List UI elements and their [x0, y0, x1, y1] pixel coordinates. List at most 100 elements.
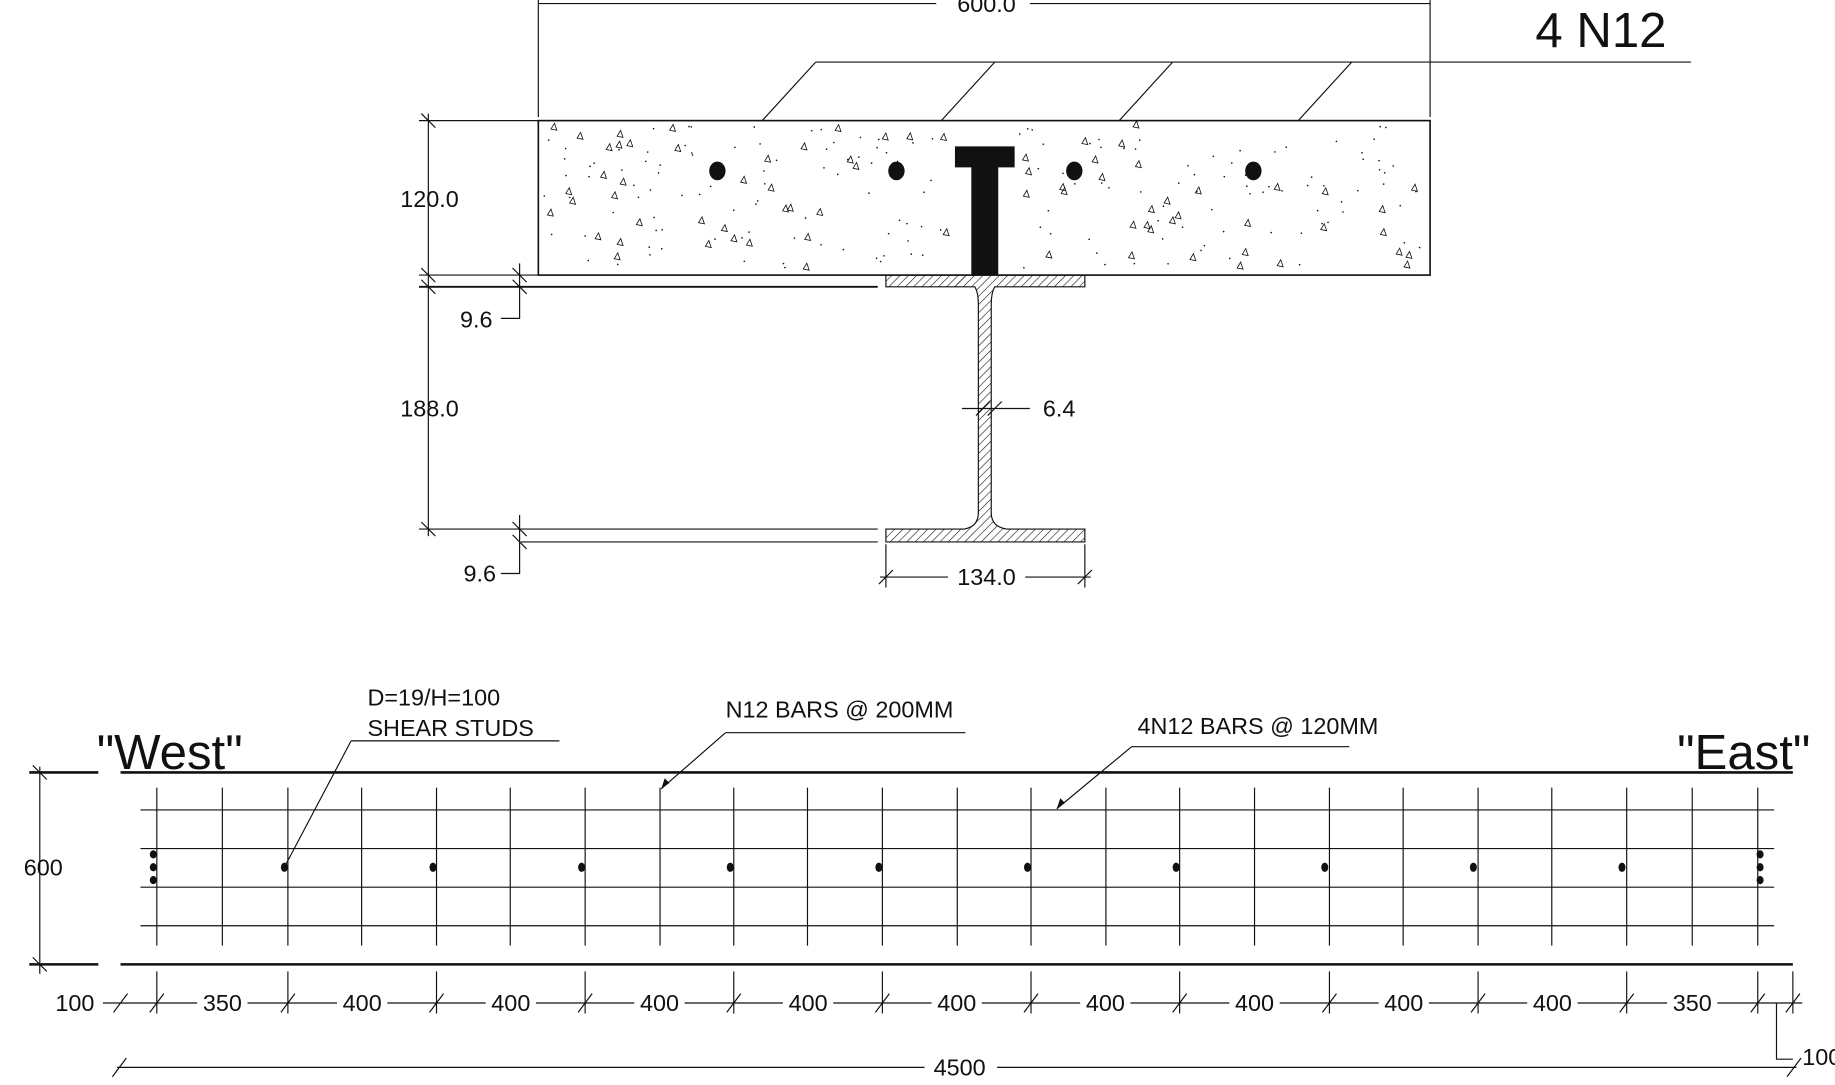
transverse-bars-label: N12 BARS @ 200MM	[726, 696, 954, 722]
aggregate-mark	[1410, 183, 1419, 192]
aggregate-mark	[1163, 196, 1171, 205]
spacing-dimension: 400	[343, 990, 382, 1016]
aggregate-mark	[881, 132, 889, 141]
bottom-flange-thickness: 9.6	[464, 561, 497, 587]
aggregate-dot	[877, 138, 880, 141]
aggregate-dot	[782, 262, 785, 265]
aggregate-dot	[655, 229, 657, 232]
aggregate-mark	[1236, 261, 1244, 270]
aggregate-dot	[875, 257, 878, 259]
total-length-dimension: 4500	[934, 1055, 986, 1081]
aggregate-mark	[939, 132, 947, 142]
aggregate-dot	[652, 127, 655, 130]
dimension-label-bg	[337, 990, 388, 1016]
aggregate-dot	[885, 151, 888, 154]
aggregate-dot	[921, 254, 924, 256]
dimension-label-bg	[1229, 990, 1280, 1016]
aggregate-dot	[1262, 191, 1264, 193]
slab-depth-dimension: 120.0	[400, 186, 459, 212]
shear-stud	[954, 146, 1015, 276]
aggregate-mark	[1098, 172, 1106, 182]
dimension-label-bg	[49, 990, 101, 1016]
aggregate-mark	[1378, 204, 1386, 214]
aggregate-dot	[1100, 146, 1102, 149]
aggregate-mark	[1127, 250, 1135, 260]
aggregate-dot	[1285, 146, 1288, 149]
aggregate-dot	[920, 225, 923, 228]
aggregate-dot	[1222, 230, 1225, 233]
aggregate-mark	[668, 123, 677, 132]
aggregate-mark	[576, 131, 584, 140]
aggregate-dot	[1210, 208, 1213, 211]
aggregate-mark	[745, 238, 753, 247]
aggregate-dot	[1306, 184, 1309, 187]
rebar-callout: 4 N12	[1535, 4, 1666, 58]
aggregate-dot	[681, 194, 683, 197]
aggregate-dot	[1281, 189, 1283, 192]
aggregate-dot	[870, 162, 873, 164]
flange-width-dimension: 134.0	[957, 564, 1016, 590]
aggregate-dot	[1392, 165, 1395, 167]
aggregate-mark	[1241, 247, 1249, 257]
slab-width-dimension: 600.0	[957, 0, 1016, 17]
aggregate-dot	[1298, 263, 1301, 266]
aggregate-dot	[563, 158, 566, 160]
aggregate-mark	[1143, 220, 1151, 230]
aggregate-dot	[906, 222, 908, 225]
spacing-dimension: 400	[1384, 990, 1423, 1016]
dimension-label-bg	[782, 990, 834, 1016]
aggregate-dot	[879, 260, 882, 263]
aggregate-mark	[626, 138, 634, 148]
dimension-label-bg	[931, 990, 982, 1016]
shear-studs	[149, 850, 1764, 885]
aggregate-dot	[621, 169, 623, 171]
aggregate-dot	[1074, 183, 1076, 185]
aggregate-dot	[1200, 249, 1202, 252]
aggregate-dot	[836, 173, 839, 176]
aggregate-dot	[887, 232, 890, 235]
spacing-dimension: 400	[491, 990, 530, 1016]
aggregate-mark	[730, 233, 738, 243]
aggregate-dot	[1138, 139, 1141, 141]
stud	[1321, 862, 1329, 872]
west-label: "West"	[97, 726, 243, 780]
aggregate-dot	[660, 247, 663, 250]
aggregate-mark	[802, 262, 810, 271]
aggregate-dot	[868, 192, 870, 194]
end-stud	[149, 863, 157, 872]
stud	[280, 862, 288, 872]
stud	[1023, 862, 1032, 872]
aggregate-mark	[804, 232, 812, 242]
aggregate-dot	[547, 139, 550, 141]
aggregate-dot	[1373, 138, 1375, 141]
spacing-dimension: 400	[1086, 990, 1125, 1016]
aggregate-dot	[876, 146, 878, 149]
aggregate-mark	[613, 251, 621, 261]
aggregate-mark	[720, 223, 728, 233]
aggregate-dot	[1239, 149, 1241, 152]
aggregate-dot	[709, 185, 712, 188]
stud	[726, 862, 734, 872]
aggregate-dot	[1047, 209, 1050, 212]
aggregate-mark	[1147, 204, 1155, 214]
aggregate-dot	[1089, 142, 1091, 145]
aggregate-dot	[1249, 192, 1251, 195]
aggregate-dot	[1039, 226, 1042, 229]
aggregate-dot	[1088, 238, 1090, 241]
spacing-dimension: 350	[203, 990, 242, 1016]
stud	[1618, 862, 1626, 872]
aggregate-dot	[648, 246, 651, 248]
aggregate-mark	[546, 208, 554, 217]
aggregate-dot	[612, 211, 615, 214]
aggregate-dot	[825, 148, 828, 151]
aggregate-dot	[734, 146, 736, 149]
aggregate-dot	[923, 191, 925, 194]
aggregate-dot	[637, 196, 640, 199]
aggregate-mark	[674, 143, 682, 153]
aggregate-dot	[1187, 164, 1189, 167]
aggregate-dot	[859, 136, 862, 139]
aggregate-mark	[619, 177, 627, 186]
aggregate-mark	[704, 239, 712, 249]
